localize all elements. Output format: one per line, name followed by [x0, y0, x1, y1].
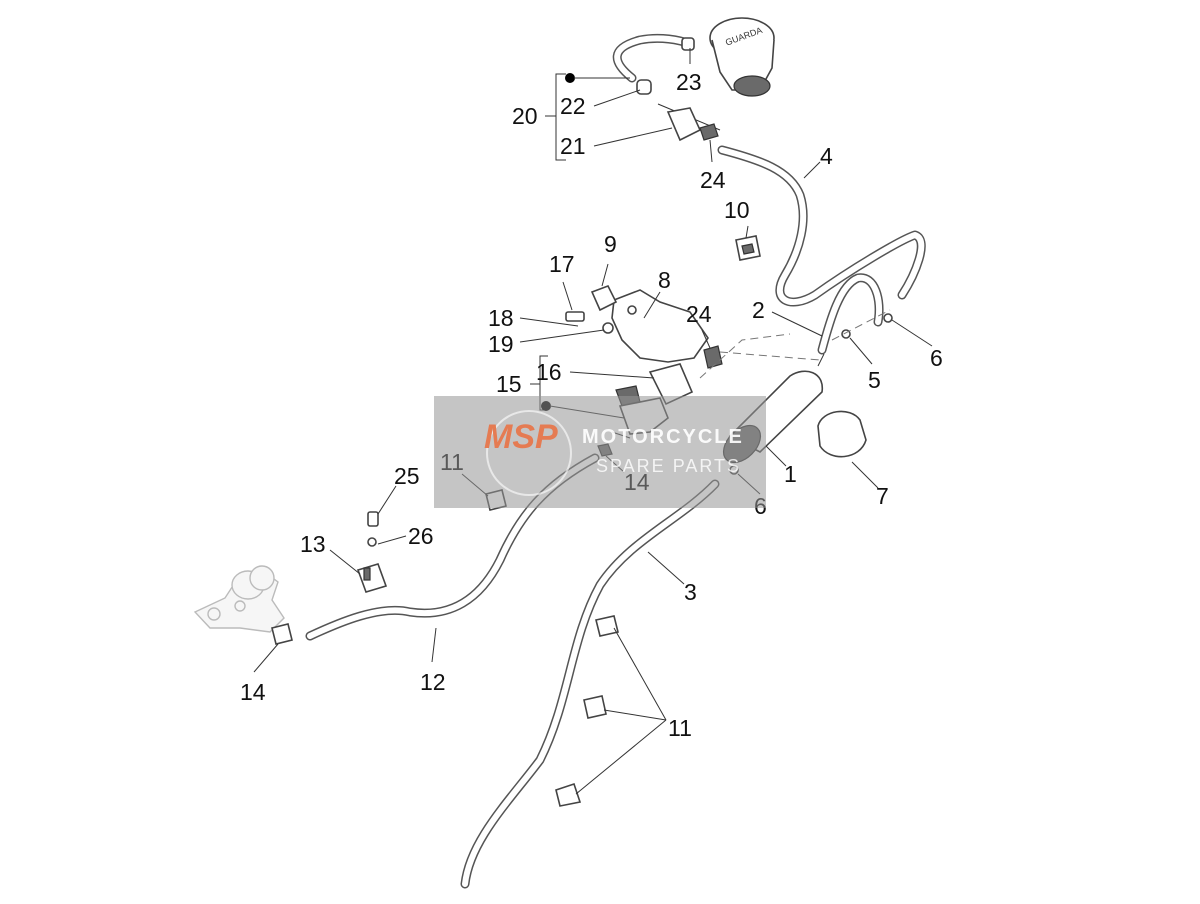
watermark-line-2: SPARE PARTS	[596, 456, 742, 476]
callout-3: 3	[684, 579, 697, 605]
hose-3	[460, 479, 720, 889]
clip-9	[590, 284, 618, 312]
callout-6-top: 6	[930, 345, 943, 371]
watermark-logo: MSP	[484, 418, 558, 456]
callout-19: 19	[488, 331, 514, 357]
callout-1: 1	[784, 461, 797, 487]
clip-11-c	[555, 782, 582, 807]
hose-4	[717, 145, 926, 355]
leader-lines	[253, 48, 933, 795]
fuel-cap: GUARDA	[709, 17, 775, 97]
callout-11-group: 11	[668, 715, 692, 741]
callout-17: 17	[549, 251, 575, 277]
clip-10	[735, 235, 761, 261]
callout-7: 7	[876, 483, 889, 509]
callout-2: 2	[752, 297, 765, 323]
callout-26: 26	[408, 523, 434, 549]
watermark-globe-icon	[486, 410, 572, 496]
callout-24-top: 24	[700, 167, 726, 193]
callout-5: 5	[868, 367, 881, 393]
callout-10: 10	[724, 197, 750, 223]
hose-20	[612, 33, 695, 83]
bolt-17	[565, 311, 585, 322]
callout-9: 9	[604, 231, 617, 257]
clip-6-top	[883, 313, 893, 323]
callout-24-mid: 24	[686, 301, 712, 327]
callout-20: 20	[512, 103, 538, 129]
callout-23: 23	[676, 69, 702, 95]
callout-8: 8	[658, 267, 671, 293]
clamp-14-bottom	[271, 623, 293, 645]
bolt-25	[367, 511, 379, 527]
strap-7	[817, 410, 867, 458]
callout-21: 21	[560, 133, 586, 159]
callout-15: 15	[496, 371, 522, 397]
throttle-body	[193, 565, 285, 633]
callout-13: 13	[300, 531, 326, 557]
callout-4: 4	[820, 143, 833, 169]
callout-16: 16	[536, 359, 562, 385]
clip-11-a	[595, 615, 619, 637]
watermark: MSP MOTORCYCLE SPARE PARTS	[434, 396, 766, 508]
callout-22: 22	[560, 93, 586, 119]
washer-19	[602, 322, 614, 334]
clip-24-top	[699, 123, 719, 141]
washer-26	[367, 537, 377, 547]
clip-11-b	[583, 695, 607, 719]
callout-18: 18	[488, 305, 514, 331]
bracket-8	[611, 289, 709, 363]
watermark-line-1: MOTORCYCLE	[582, 426, 744, 448]
clamp-22	[636, 79, 652, 95]
assembly-dash	[719, 351, 821, 361]
bracket-13	[356, 563, 388, 593]
callout-12: 12	[420, 669, 446, 695]
clip-23	[681, 37, 695, 51]
callout-25: 25	[394, 463, 420, 489]
callout-14-bottom: 14	[240, 679, 266, 705]
clip-24-mid	[703, 345, 723, 369]
